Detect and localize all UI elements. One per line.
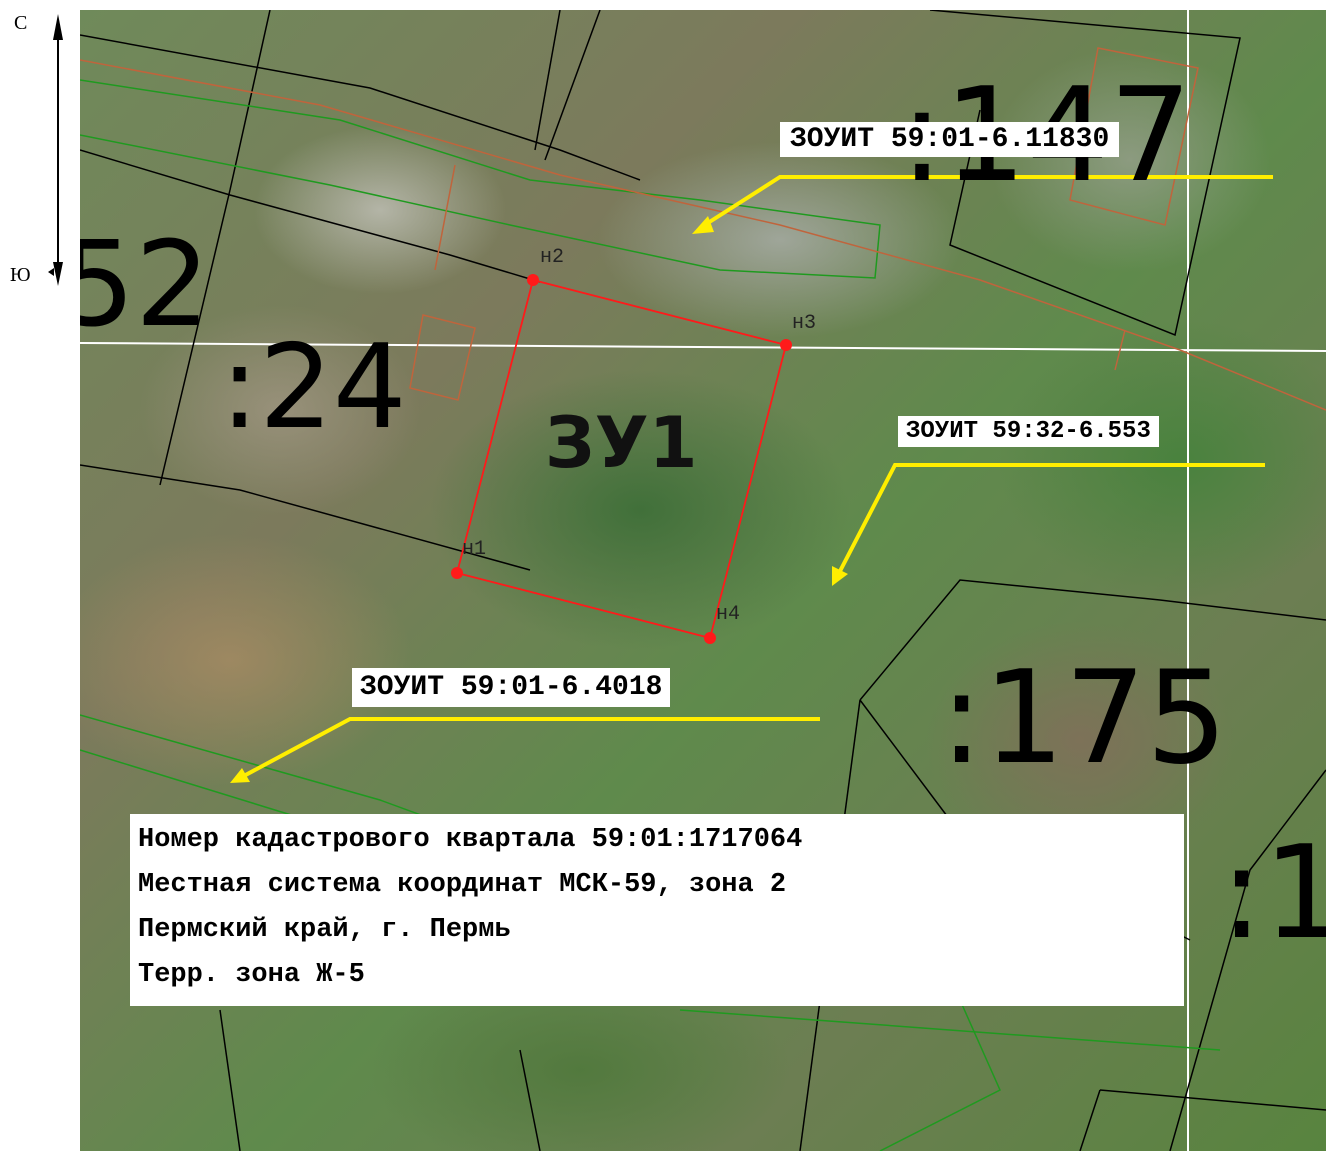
parcel-number-top: :26 — [350, 10, 527, 25]
parcel-zu1-label: ЗУ1 — [545, 402, 698, 484]
pointer-heads — [230, 216, 848, 783]
zone-pointer-arrows — [239, 175, 1273, 780]
info-location: Пермский край, г. Пермь — [138, 915, 511, 945]
cadastral-boundaries — [80, 10, 1326, 1151]
info-cadastral-quarter: Номер кадастрового квартала 59:01:171706… — [138, 825, 803, 855]
point-n1-label: н1 — [462, 538, 487, 561]
zouit-label-553: ЗОУИТ 59:32-6.553 — [898, 416, 1159, 447]
zouit-label-11830: ЗОУИТ 59:01-6.11830 — [780, 122, 1120, 157]
point-n3-label: н3 — [792, 312, 817, 335]
parcel-number-52: 52 — [80, 215, 211, 353]
parcel-number-175: :175 — [940, 644, 1228, 793]
point-n3-marker — [780, 339, 792, 351]
point-n1-marker — [451, 567, 463, 579]
parcel-number-1: :1 — [1220, 819, 1326, 968]
point-n4-marker — [704, 632, 716, 644]
parcel-zu1-boundary — [451, 274, 792, 644]
coordinate-grid — [80, 10, 1326, 1151]
point-n2-marker — [527, 274, 539, 286]
compass-north-label: С — [14, 12, 28, 34]
map-info-legend: Номер кадастрового квартала 59:01:171706… — [130, 814, 1184, 1006]
point-n2-label: н2 — [540, 246, 565, 269]
info-coordinate-system: Местная система координат МСК-59, зона 2 — [138, 870, 787, 900]
north-arrow-compass: С Ю — [0, 0, 80, 300]
compass-south-label: Ю — [10, 264, 31, 286]
cadastral-overlay — [80, 10, 1326, 1151]
zouit-label-4018: ЗОУИТ 59:01-6.4018 — [352, 668, 671, 707]
info-territorial-zone: Терр. зона Ж-5 — [138, 960, 365, 990]
parcel-number-24: :24 — [220, 320, 407, 455]
point-n4-label: н4 — [716, 603, 741, 626]
compass-arrow-icon — [48, 14, 63, 286]
